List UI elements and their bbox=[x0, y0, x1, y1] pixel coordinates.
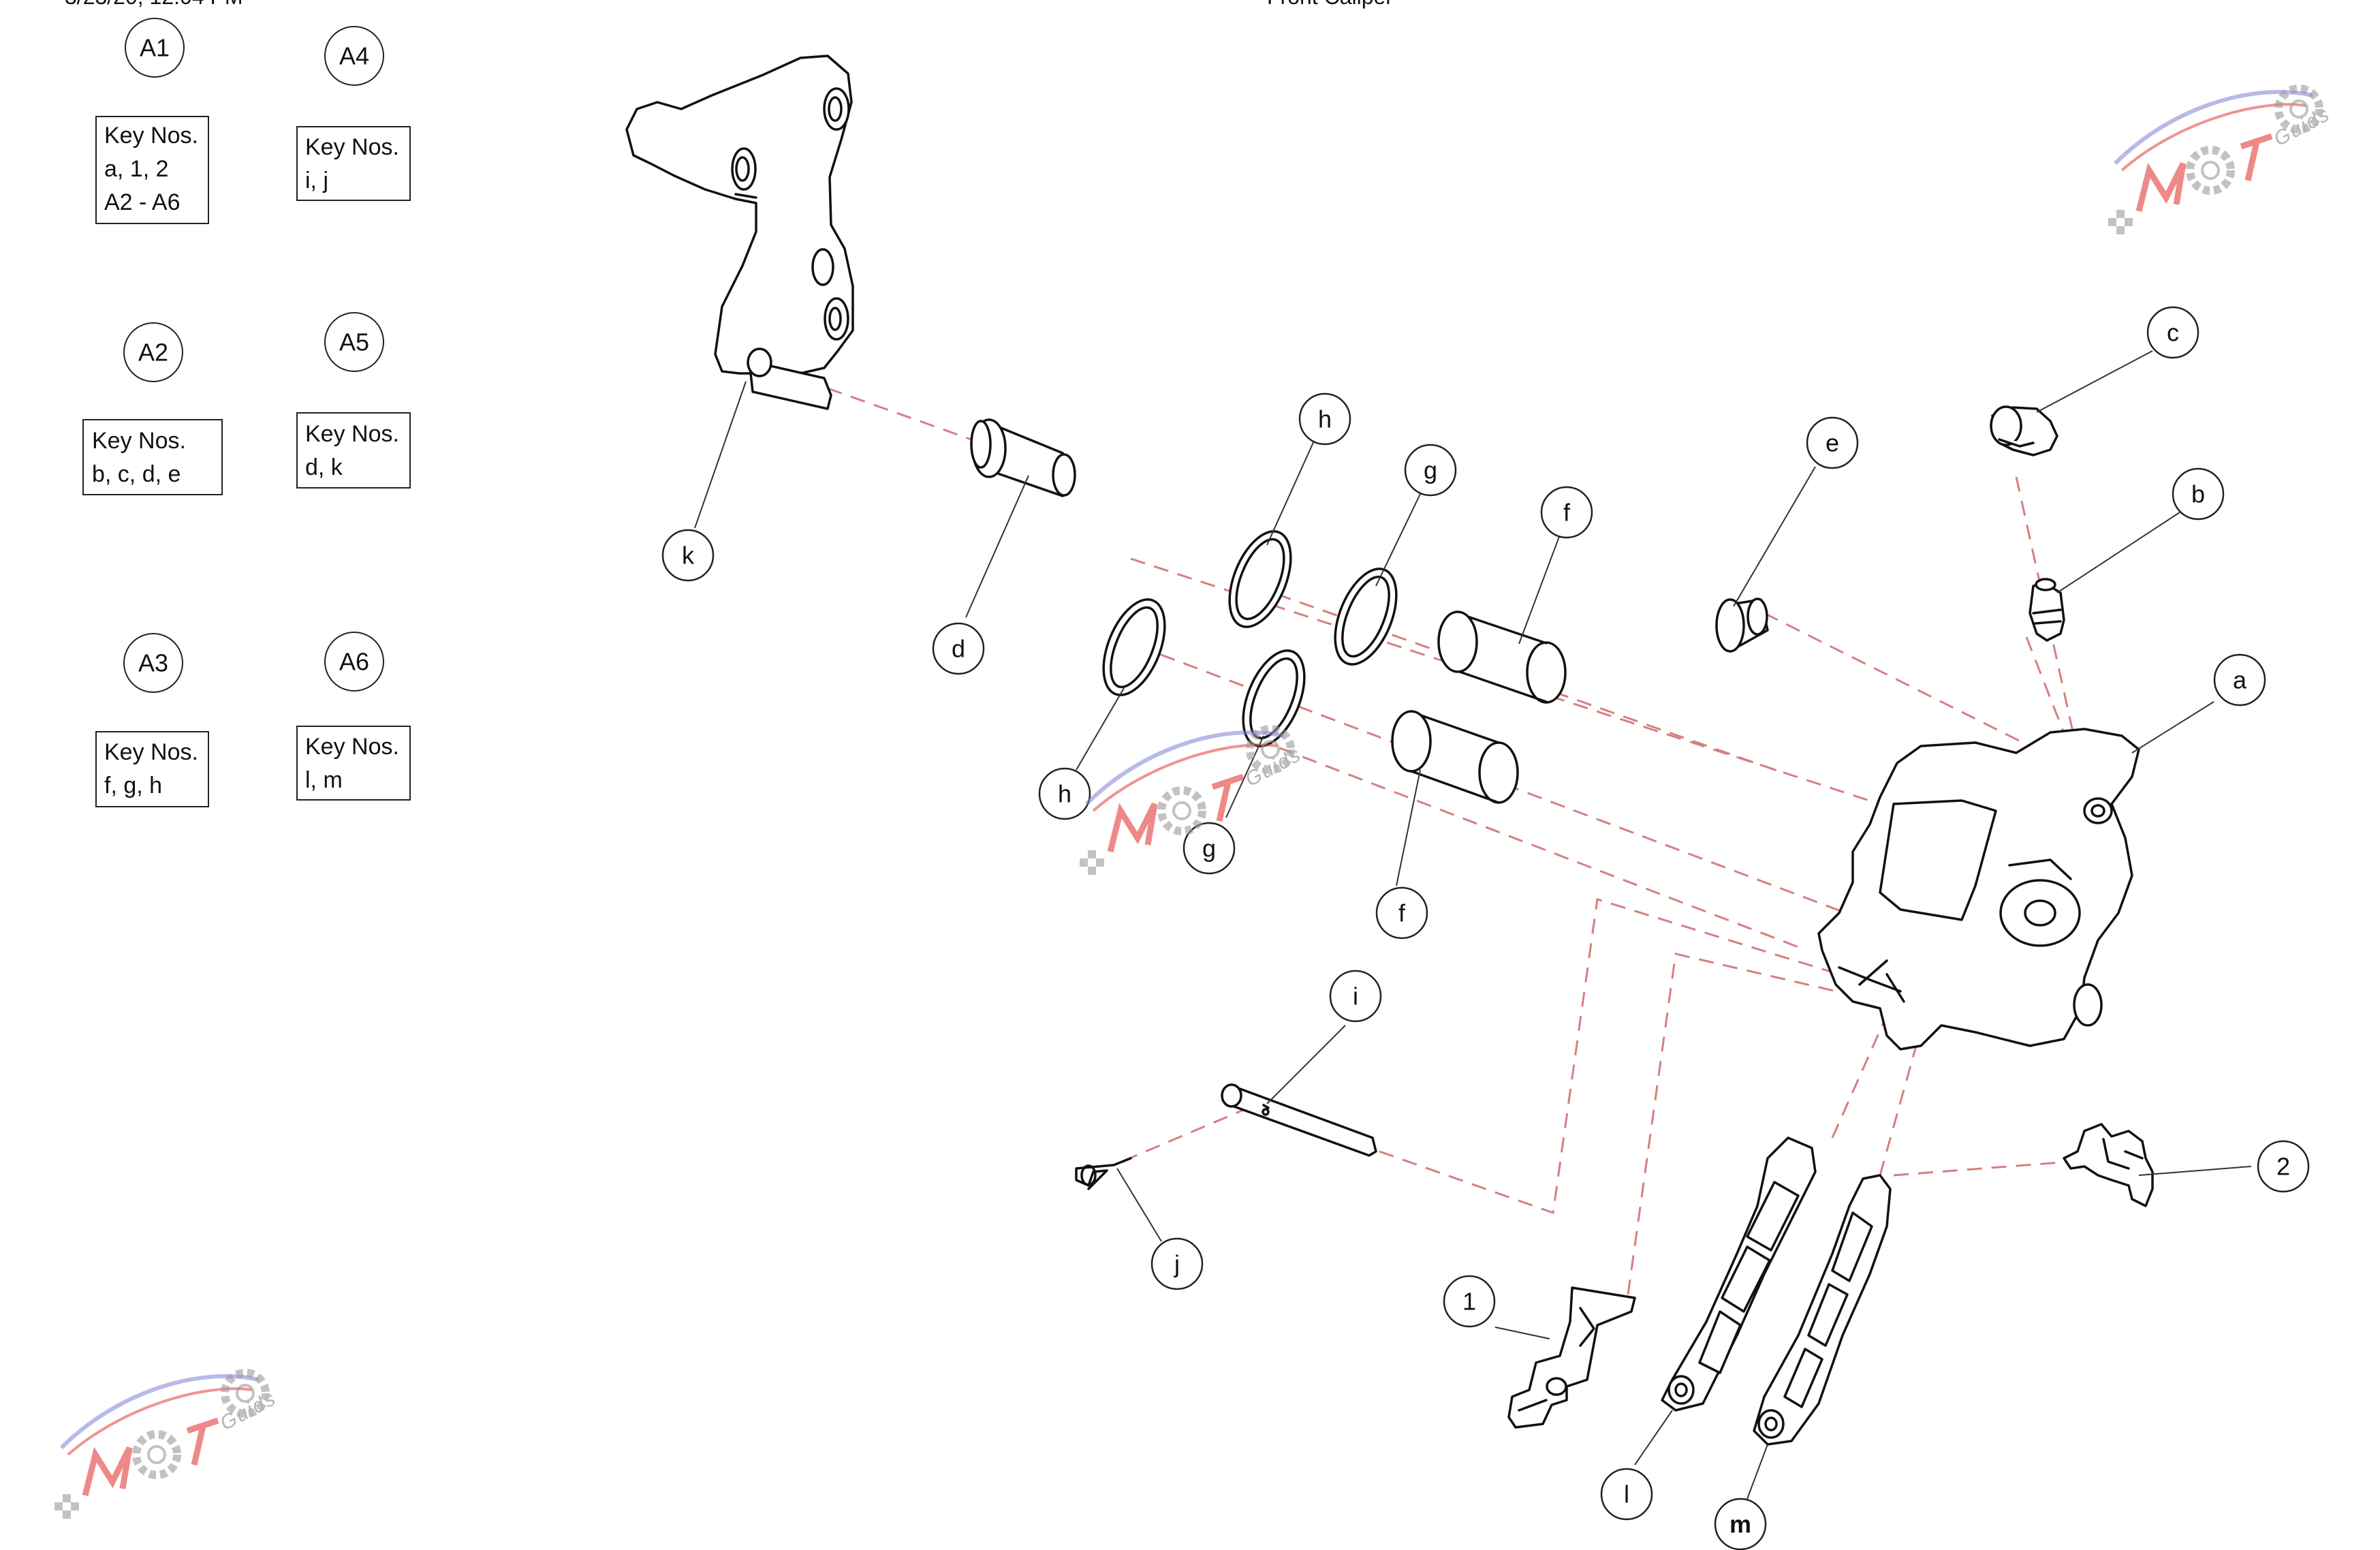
callout-h-lower: h bbox=[1038, 767, 1091, 820]
callout-b-label: b bbox=[2191, 480, 2205, 508]
callout-j-label: j bbox=[1174, 1250, 1180, 1278]
assembly-a1-keys-2: A2 - A6 bbox=[104, 189, 181, 215]
assembly-a2-label: A2 bbox=[138, 339, 168, 367]
callout-2: 2 bbox=[2257, 1140, 2310, 1193]
bleed-screw bbox=[2029, 578, 2065, 642]
callout-e: e bbox=[1806, 416, 1859, 469]
callout-f-lower-label: f bbox=[1398, 899, 1406, 927]
assembly-legend: A1 Key Nos. a, 1, 2 A2 - A6 A2 Key Nos. … bbox=[82, 18, 411, 807]
callout-l: l bbox=[1600, 1468, 1653, 1521]
callout-g-upper: g bbox=[1404, 444, 1457, 497]
leader-lines bbox=[694, 350, 2252, 1500]
callout-c-label: c bbox=[2167, 319, 2179, 347]
callout-j: j bbox=[1150, 1237, 1204, 1290]
assembly-a5: A5 Key Nos. d, k bbox=[296, 312, 411, 489]
dust-seal-lower-g bbox=[1242, 649, 1306, 747]
callout-a-label: a bbox=[2233, 666, 2247, 694]
watermark-top-right: Guids bbox=[2108, 89, 2334, 234]
slide-pin bbox=[970, 418, 1076, 497]
assembly-a1-keys-1: a, 1, 2 bbox=[104, 156, 169, 182]
callout-m-label: m bbox=[1729, 1510, 1751, 1538]
pin-clip bbox=[1075, 1157, 1132, 1190]
piston-lower bbox=[1391, 710, 1519, 804]
assembly-a4: A4 Key Nos. i, j bbox=[296, 26, 411, 201]
caliper-bracket bbox=[625, 55, 854, 410]
callout-f-upper-label: f bbox=[1563, 499, 1571, 527]
pad-pin bbox=[1221, 1083, 1377, 1157]
callout-h-lower-label: h bbox=[1058, 780, 1071, 808]
callout-f-lower: f bbox=[1375, 886, 1428, 940]
assembly-a4-keys-1: i, j bbox=[305, 168, 328, 193]
callout-e-label: e bbox=[1826, 429, 1839, 457]
callouts: k d h g f h g f e c b a i j 1 l m 2 bbox=[661, 306, 2310, 1550]
callout-f-upper: f bbox=[1540, 486, 1593, 539]
callout-c: c bbox=[2146, 306, 2199, 359]
assembly-a2-keys-1: b, c, d, e bbox=[92, 461, 181, 487]
callout-h-upper-label: h bbox=[1318, 405, 1332, 433]
callout-b: b bbox=[2172, 467, 2225, 521]
callout-a: a bbox=[2213, 653, 2266, 707]
pad-spring bbox=[1507, 1286, 1636, 1429]
assembly-a3: A3 Key Nos. f, g, h bbox=[95, 633, 209, 807]
caliper-body bbox=[1817, 728, 2140, 1051]
callout-m: m bbox=[1714, 1498, 1767, 1550]
rubber-boot bbox=[1715, 598, 1769, 653]
callout-g-lower-label: g bbox=[1202, 835, 1216, 863]
watermark-subtext: Guids bbox=[217, 1387, 281, 1436]
assembly-a3-key-label: Key Nos. bbox=[104, 739, 198, 765]
pad-retainer bbox=[2063, 1123, 2154, 1207]
callout-i-label: i bbox=[1353, 982, 1358, 1010]
assembly-a1-key-label: Key Nos. bbox=[104, 123, 198, 149]
assembly-a6: A6 Key Nos. l, m bbox=[296, 632, 411, 801]
assembly-a5-label: A5 bbox=[339, 328, 369, 356]
assembly-a5-key-label: Key Nos. bbox=[305, 421, 399, 447]
piston-upper bbox=[1437, 610, 1567, 704]
dust-seal-upper-g bbox=[1334, 568, 1398, 666]
assembly-a1: A1 Key Nos. a, 1, 2 A2 - A6 bbox=[95, 18, 209, 224]
watermark-bottom-left: Guids bbox=[54, 1373, 280, 1519]
assembly-a4-label: A4 bbox=[339, 42, 369, 70]
callout-k: k bbox=[661, 529, 715, 582]
watermark-subtext: Guids bbox=[2270, 103, 2334, 151]
bleed-screw-cap bbox=[1990, 405, 2058, 456]
callout-2-label: 2 bbox=[2276, 1153, 2290, 1181]
assembly-a6-label: A6 bbox=[339, 648, 369, 676]
callout-1-label: 1 bbox=[1462, 1288, 1476, 1316]
parts bbox=[625, 55, 2154, 1446]
header-timestamp: 3/23/20, 12:04 PM bbox=[65, 0, 243, 9]
callout-l-label: l bbox=[1624, 1481, 1629, 1508]
watermark-subtext: Guids bbox=[1242, 743, 1306, 792]
assembly-a6-key-label: Key Nos. bbox=[305, 734, 399, 760]
brake-pad-outer bbox=[1753, 1174, 1892, 1446]
callout-i: i bbox=[1329, 970, 1382, 1023]
assembly-a5-keys-1: d, k bbox=[305, 454, 343, 480]
callout-g-upper-label: g bbox=[1424, 456, 1437, 484]
assembly-a4-key-label: Key Nos. bbox=[305, 134, 399, 160]
assembly-a6-keys-1: l, m bbox=[305, 767, 343, 793]
callout-h-upper: h bbox=[1298, 392, 1351, 446]
callout-d-label: d bbox=[952, 635, 965, 663]
assembly-a3-keys-1: f, g, h bbox=[104, 773, 162, 799]
piston-seal-lower-h bbox=[1102, 598, 1166, 696]
assembly-a1-label: A1 bbox=[140, 34, 170, 62]
assembly-a2: A2 Key Nos. b, c, d, e bbox=[82, 322, 223, 495]
assembly-a3-label: A3 bbox=[138, 649, 168, 677]
callout-1: 1 bbox=[1443, 1275, 1496, 1328]
callout-g-lower: g bbox=[1183, 822, 1236, 875]
callout-k-label: k bbox=[682, 542, 695, 570]
assembly-a2-key-label: Key Nos. bbox=[92, 428, 186, 454]
brake-pad-inner bbox=[1661, 1136, 1817, 1412]
piston-seal-upper-h bbox=[1228, 530, 1292, 628]
callout-d: d bbox=[932, 622, 985, 675]
header-title: Front Caliper bbox=[1267, 0, 1393, 9]
